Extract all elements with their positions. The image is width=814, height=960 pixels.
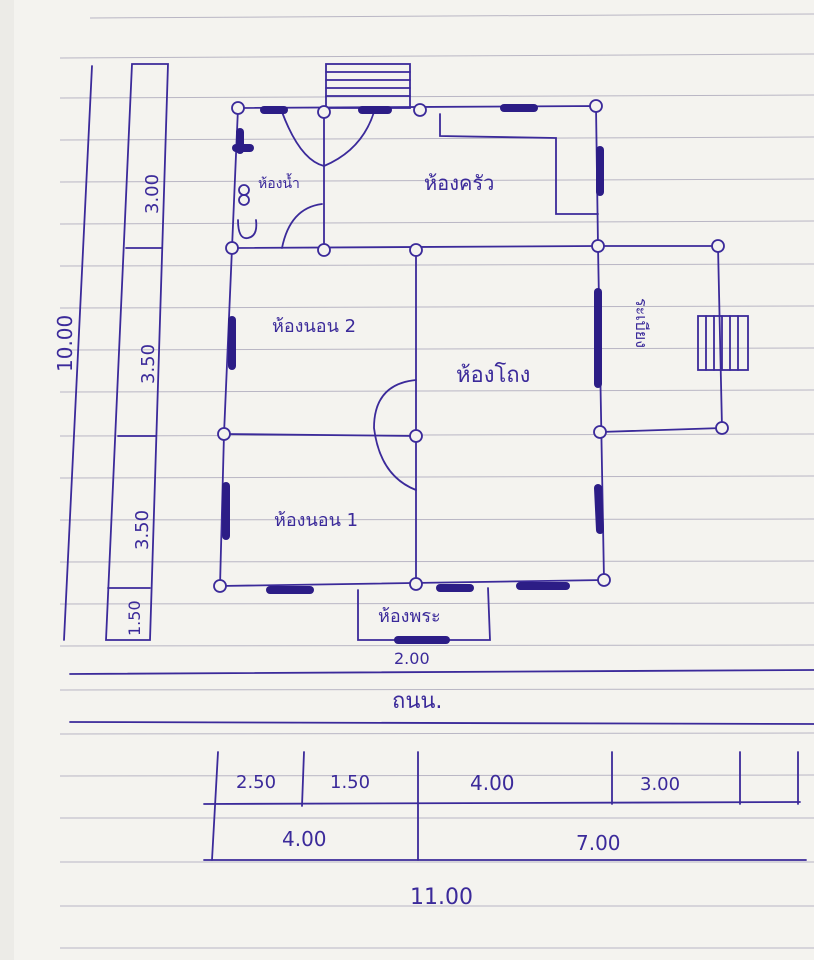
windows	[222, 104, 604, 644]
dim-bottom-1: 2.50	[236, 772, 276, 793]
road-line-bottom	[69, 721, 814, 725]
porch-outline	[597, 245, 723, 433]
room-bedroom-1: ห้องนอน 1	[274, 510, 358, 531]
room-kitchen: ห้องครัว	[424, 171, 494, 195]
dim-column-left	[105, 63, 169, 641]
dim-left-4: 1.50	[125, 600, 144, 636]
dim-bottom-4: 3.00	[640, 774, 680, 795]
dim-bottom-5: 4.00	[282, 827, 327, 851]
dim-total-width: 11.00	[410, 885, 473, 910]
dim-shrine-width: 2.00	[394, 649, 430, 668]
dim-bottom-3: 4.00	[470, 771, 515, 795]
dim-left-3: 3.50	[132, 510, 153, 550]
dim-line-total-depth	[63, 65, 93, 641]
dim-total-depth: 10.00	[53, 315, 77, 372]
road-label: ถนน.	[392, 689, 442, 714]
paper	[14, 0, 814, 960]
dim-bottom-2: 1.50	[330, 772, 370, 793]
dim-left-2: 3.50	[138, 344, 159, 384]
labels: 10.00 3.00 3.50 3.50 1.50 ห้องครัว ห้องน…	[53, 171, 680, 910]
room-bathroom: ห้องน้ำ	[258, 173, 300, 192]
columns	[213, 99, 729, 593]
kitchen-counter	[439, 113, 599, 215]
room-porch: ระเบียง	[632, 298, 651, 348]
ruled-lines	[59, 13, 814, 949]
room-shrine: ห้องพระ	[378, 606, 441, 627]
porch-steps	[697, 315, 749, 371]
road-line-top	[69, 669, 814, 675]
dim-left-1: 3.00	[142, 174, 163, 214]
room-hall: ห้องโถง	[456, 362, 530, 388]
room-bedroom-2: ห้องนอน 2	[272, 316, 356, 337]
dim-bottom-6: 7.00	[576, 831, 621, 855]
ink-drawing	[63, 63, 814, 861]
